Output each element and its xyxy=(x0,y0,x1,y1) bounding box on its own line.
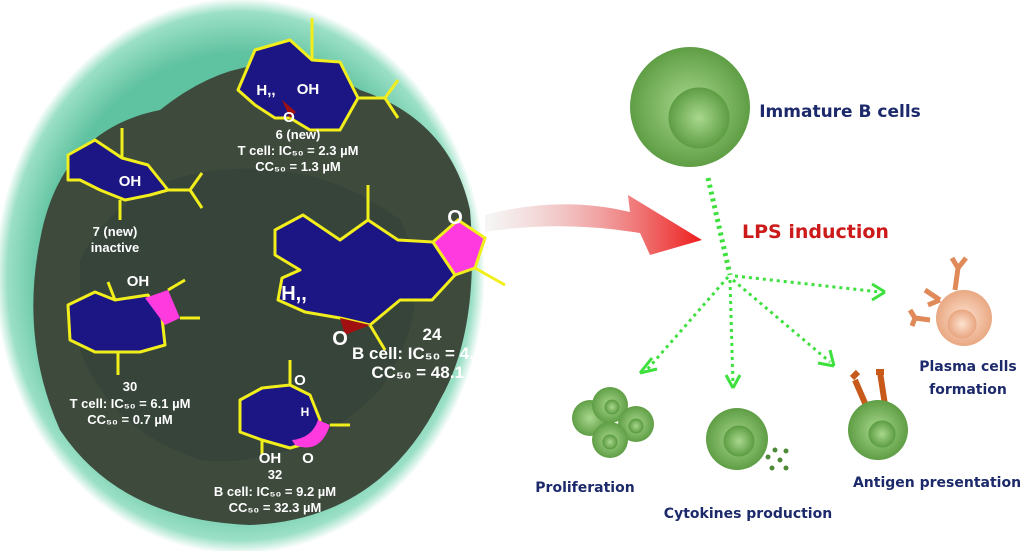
compound-32-ic50: B cell: IC₅₀ = 9.2 µM xyxy=(214,484,336,499)
compound-30-name: 30 xyxy=(123,379,137,394)
compound-24-structure: H,, O O xyxy=(273,185,506,351)
lactone-oxygen-label: O xyxy=(302,450,314,467)
compound-6-ic50: T cell: IC₅₀ = 2.3 µM xyxy=(238,143,359,158)
compound-30-structure: OH xyxy=(66,273,200,375)
compound-6-cc50: CC₅₀ = 1.3 µM xyxy=(255,159,340,174)
cytokines-label: Cytokines production xyxy=(664,506,832,522)
oxygen-label: O xyxy=(283,109,295,126)
lps-dashed-line xyxy=(705,177,733,276)
plasma-cells-label: Plasma cells xyxy=(919,359,1016,375)
hydroxyl-label: OH xyxy=(297,81,320,98)
immature-b-cells-label: Immature B cells xyxy=(759,102,921,122)
compound-6-structure: H,, OH O xyxy=(236,18,400,132)
furan-oxygen-label: O xyxy=(447,207,463,229)
hydroxyl-label: OH xyxy=(259,450,282,467)
plasma-cell xyxy=(907,256,992,346)
compound-6-name: 6 (new) xyxy=(276,127,321,142)
compound-30-ic50: T cell: IC₅₀ = 6.1 µM xyxy=(70,396,191,411)
red-arrow xyxy=(485,195,702,255)
compound-32-cc50: CC₅₀ = 32.3 µM xyxy=(229,500,322,515)
compound-32-name: 32 xyxy=(268,467,282,482)
antigen-presentation-label: Antigen presentation xyxy=(853,475,1021,491)
proliferation-label: Proliferation xyxy=(535,480,634,496)
plasma-formation-label: formation xyxy=(929,382,1007,398)
hydrogen-label: H,, xyxy=(281,283,307,305)
compound-24-name: 24 xyxy=(423,325,442,344)
compound-7-activity: inactive xyxy=(91,240,139,255)
branch-arrows xyxy=(638,274,886,389)
epoxide-oxygen-label: O xyxy=(294,372,306,389)
cytokine-cell xyxy=(706,408,789,471)
compound-24-cc50: CC₅₀ = 48.1 µM xyxy=(371,363,492,382)
hydroxyl-label: OH xyxy=(119,173,142,190)
lps-induction-label: LPS induction xyxy=(742,221,889,243)
compound-7-structure: OH xyxy=(66,128,204,220)
hydroxyl-label: OH xyxy=(127,273,150,290)
compound-30-cc50: CC₅₀ = 0.7 µM xyxy=(87,412,172,427)
oxygen-label: O xyxy=(332,328,348,350)
hydrogen-label: H,, xyxy=(256,82,275,99)
proliferation-cells xyxy=(572,387,654,458)
compound-7-name: 7 (new) xyxy=(93,224,138,239)
hydrogen-label: H xyxy=(301,405,310,419)
compound-24-ic50: B cell: IC₅₀ = 4.4 µM xyxy=(352,344,512,363)
antigen-presenting-cell xyxy=(848,369,908,460)
immature-b-cell xyxy=(630,47,750,167)
compound-32-structure: O H OH O xyxy=(238,360,350,467)
